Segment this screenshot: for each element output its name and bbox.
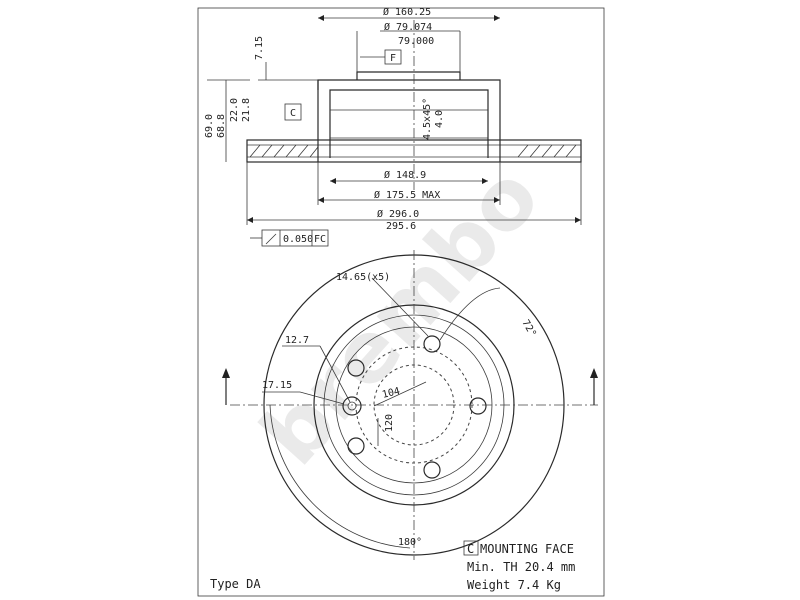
rotor-ring-outline: [246, 139, 582, 163]
dim-hat-height: 7.15: [254, 36, 265, 60]
dim-hole-17-15: 17.15: [262, 380, 292, 391]
dim-bore-min: 79.000: [398, 36, 434, 47]
drawing-frame: [197, 7, 605, 597]
datum-c-box: [284, 103, 302, 121]
datum-f-label: F: [390, 53, 396, 64]
dim-bolt-holes: 14.65(x5): [336, 272, 390, 283]
dim-outer-diameter-min: 295.6: [386, 221, 416, 232]
front-view: 14.65(x5) 72° 12.7 17.15 104 120 180°: [222, 250, 598, 560]
dim-hat-diameter: Ø 160.25: [383, 6, 431, 18]
dim-pcd-104: 104: [381, 386, 401, 401]
bolt-hole: [347, 359, 365, 377]
wheel-stud-hole: [342, 396, 362, 416]
dim-total-height-a: 69.0: [204, 114, 215, 138]
legend-datum-letter: C: [467, 542, 474, 556]
dim-pcd-120: 120: [384, 414, 395, 432]
runout-value: 0.050: [283, 234, 313, 245]
datum-c-label: C: [290, 108, 296, 119]
section-arrow-left-icon: [222, 368, 230, 378]
bolt-hole: [347, 437, 365, 455]
runout-reference: FC: [314, 234, 326, 245]
dim-inner-diameter: Ø 148.9: [384, 169, 426, 181]
hat-outline: [317, 79, 501, 162]
hat-inner: [329, 89, 489, 158]
hub-bore: [356, 71, 461, 80]
runout-arrow-icon: [265, 233, 277, 245]
dim-chamfer-a: 4.5x45°: [422, 98, 433, 140]
bolt-holes: [342, 335, 487, 479]
legend: C MOUNTING FACE Min. TH 20.4 mm Weight 7…: [463, 540, 575, 592]
dim-hole-12-7: 12.7: [285, 335, 309, 346]
dim-175-diameter: Ø 175.5 MAX: [374, 189, 440, 201]
legend-min-thickness: Min. TH 20.4 mm: [467, 560, 575, 574]
dim-angle-72: 72°: [519, 318, 538, 339]
ring-hatch: [249, 144, 577, 158]
legend-mounting-face: MOUNTING FACE: [480, 542, 574, 556]
section-view: Ø 160.25 Ø 79.074 79.000 F 7.15 69.0 68.…: [204, 6, 582, 247]
dim-outer-diameter: Ø 296.0: [377, 208, 419, 220]
dim-angle-180: 180°: [398, 537, 422, 548]
legend-weight: Weight 7.4 Kg: [467, 578, 561, 592]
type-label: Type DA: [210, 577, 261, 591]
bolt-hole: [423, 461, 441, 479]
dim-thickness-b: 21.8: [241, 98, 252, 122]
dim-bore-max: Ø 79.074: [384, 21, 432, 33]
bolt-hole: [423, 335, 441, 353]
section-arrow-right-icon: [590, 368, 598, 378]
bolt-hole: [469, 397, 487, 415]
dim-chamfer-b: 4.0: [434, 110, 445, 128]
legend-datum-box: [463, 540, 479, 556]
dim-thickness-a: 22.0: [229, 98, 240, 122]
dim-total-height-b: 68.8: [216, 114, 227, 138]
arc-180: [269, 404, 411, 549]
